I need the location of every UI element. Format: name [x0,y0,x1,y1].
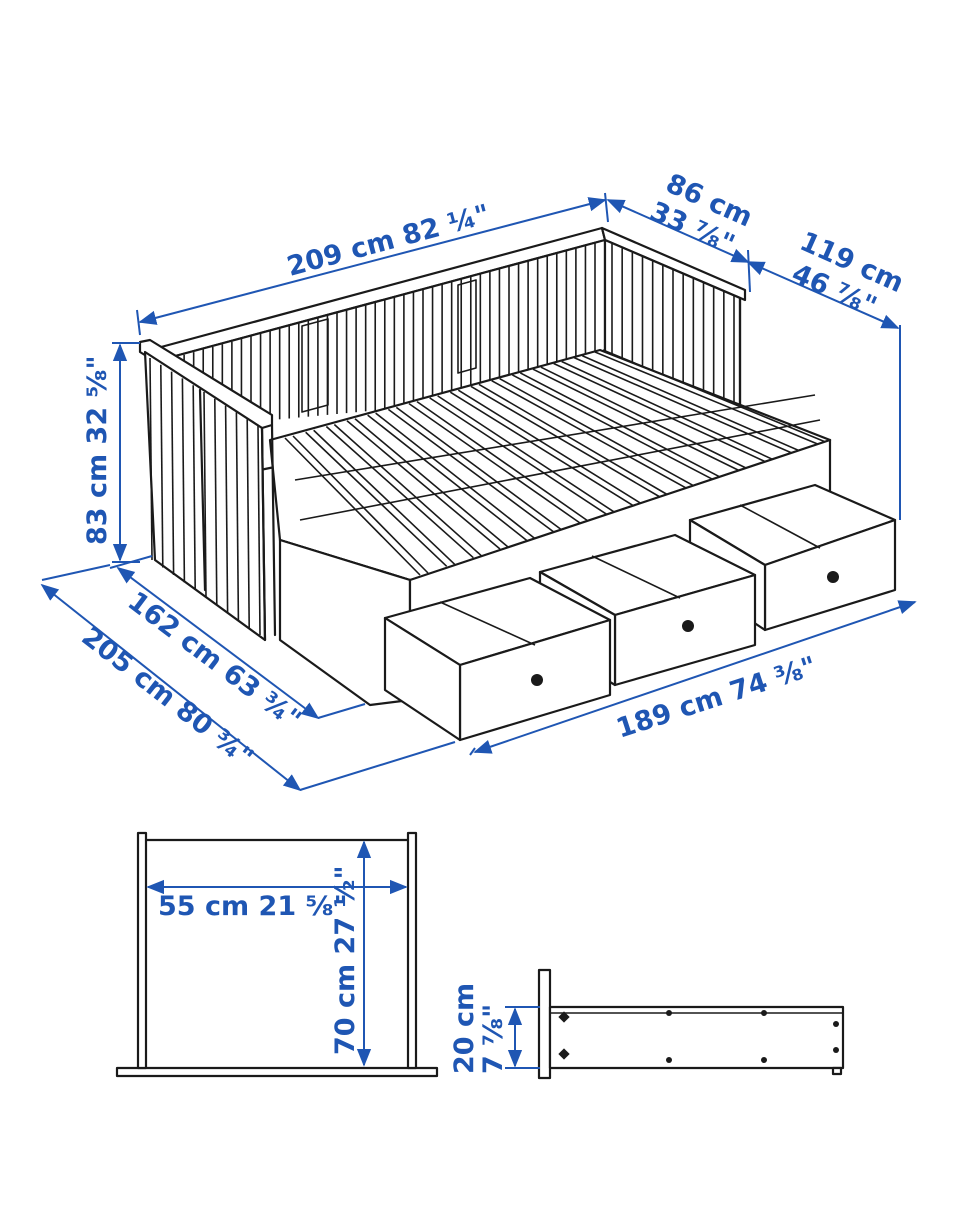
slat-line [437,395,616,514]
total-depth-dimension-line [746,261,900,329]
slat-line [325,425,474,559]
slat-line [284,437,421,576]
drawer-width-label: 55 cm 21 ⅝" [158,891,348,922]
slat-line [449,391,634,507]
slat-line [181,378,186,583]
slat-line [192,385,196,591]
slat-line [203,391,207,598]
slat-line [574,357,794,455]
dimension-lines [40,192,917,792]
slat-line [346,420,501,550]
length-dimension-line [138,197,607,325]
slat-line [457,389,642,505]
slat-line [602,349,829,444]
slat-line [429,397,608,516]
armrest-depth-dimension-line [606,199,750,263]
slat-line [149,357,153,561]
slat-line [540,366,749,470]
slat-line [553,362,768,464]
slat-line [305,431,448,567]
slat-line [478,383,669,496]
drawer-side-view: 20 cm 7 ⅞" [449,968,845,1080]
drawer-top-view: 55 cm 21 ⅝" 70 cm 27 ½" [115,831,439,1078]
height-label: 83 cm 32 ⅝" [82,355,113,545]
slat-line [519,372,722,479]
slat-line [387,408,554,533]
drawer-knob-1 [531,674,543,686]
slat-line [375,412,536,539]
drawer-knob-2 [682,620,694,632]
slat-line [292,435,429,574]
drawer-height-imperial-label: 7 ⅞" [478,1004,509,1074]
drawer-height-metric-label: 20 cm [449,983,480,1074]
drawer-knob-3 [827,571,839,583]
slat-line [367,414,528,541]
slat-line [313,429,456,565]
slat-line [333,423,482,557]
slat-line [354,418,509,548]
drawer-depth-label: 70 cm 27 ½" [330,865,361,1055]
slat-line [499,377,696,488]
slat-line [170,371,175,576]
slat-line [408,402,581,524]
slat-line [470,385,661,498]
slat-line [561,360,776,462]
slat-line [160,364,164,568]
slat-line [594,351,821,446]
bed-length-dimension-line [40,583,302,792]
slat-line [294,394,816,481]
slat-line [582,355,802,453]
drawer-span-dimension-line [473,600,917,754]
slat-line [416,400,589,522]
slat-line [395,406,562,531]
slat-line [299,419,821,521]
slat-line [491,379,688,490]
slat-line [532,368,741,472]
